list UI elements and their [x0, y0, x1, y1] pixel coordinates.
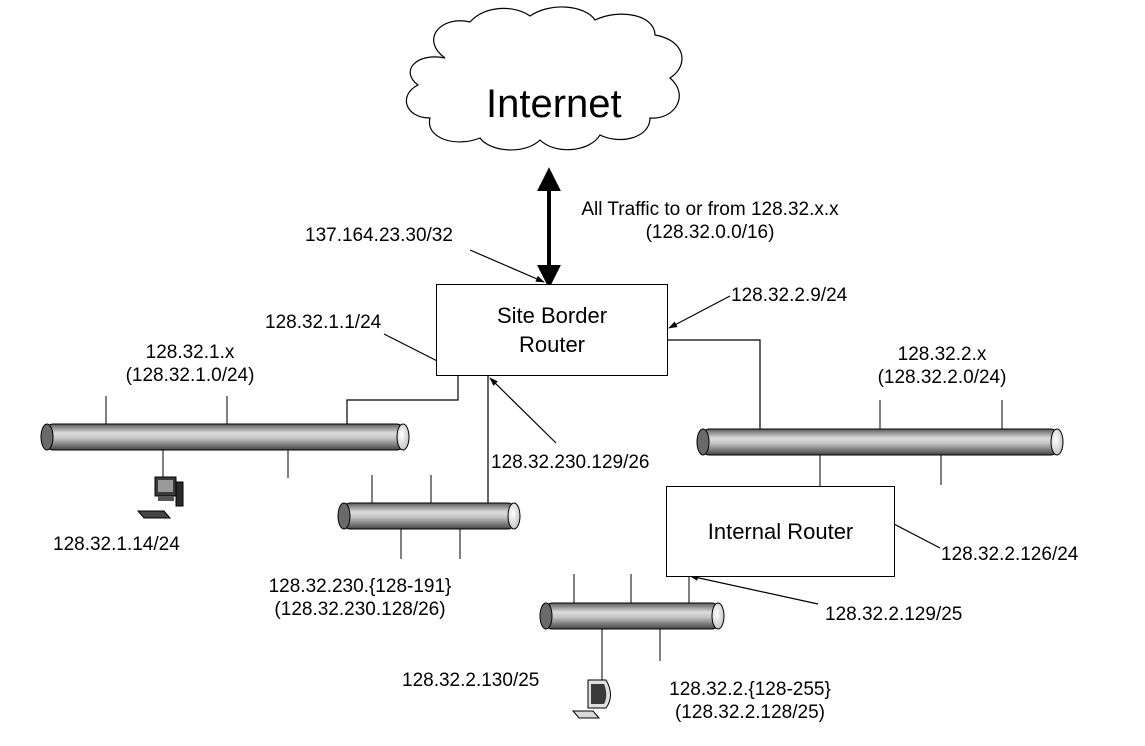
interface-internal-up-label: 128.32.2.126/24: [941, 544, 1079, 565]
segment-net2b-line2: (128.32.2.128/25): [674, 702, 825, 723]
segment-net2-label: 128.32.2.x (128.32.2.0/24): [842, 343, 1042, 389]
desktop-computer-icon: [571, 675, 611, 719]
internal-router-label: Internal Router: [707, 519, 854, 544]
site-border-router-label-line1: Site Border: [496, 303, 608, 328]
segment-pipe-net230: [337, 475, 521, 559]
site-border-router[interactable]: Site Border Router: [436, 284, 668, 376]
uplink-label: All Traffic to or from 128.32.x.x (128.3…: [560, 198, 860, 244]
site-border-router-label-line2: Router: [518, 332, 586, 357]
segment-pipe-net2b: [539, 574, 725, 675]
host2-label: 128.32.2.130/25: [402, 670, 540, 691]
interface-lan230-label: 128.32.230.129/26: [491, 452, 650, 473]
segment-pipe-net1: [40, 396, 410, 478]
segment-net230-label: 128.32.230.{128-191} (128.32.230.128/26): [240, 575, 480, 621]
internet-cloud: [405, 6, 683, 151]
uplink-label-line1: All Traffic to or from 128.32.x.x: [581, 199, 839, 220]
segment-net1-label: 128.32.1.x (128.32.1.0/24): [90, 341, 290, 387]
internal-router[interactable]: Internal Router: [666, 486, 895, 577]
internet-label: Internet: [486, 82, 622, 126]
host1-label: 128.32.1.14/24: [53, 534, 180, 555]
desktop-computer-icon: [136, 470, 184, 519]
uplink-label-line2: (128.32.0.0/16): [645, 222, 775, 243]
interface-internal-down-label: 128.32.2.129/25: [825, 604, 963, 625]
segment-net2b-label: 128.32.2.{128-255} (128.32.2.128/25): [640, 678, 860, 724]
segment-net2b-line1: 128.32.2.{128-255}: [669, 679, 831, 700]
connection-lines: [346, 339, 761, 503]
segment-net1-line2: (128.32.1.0/24): [125, 365, 255, 386]
segment-net2-line2: (128.32.2.0/24): [877, 367, 1007, 388]
segment-pipe-net2: [696, 400, 1064, 486]
segment-net230-line2: (128.32.230.128/26): [274, 599, 446, 620]
segment-net1-line1: 128.32.1.x: [145, 342, 235, 363]
segment-net230-line1: 128.32.230.{128-191}: [268, 576, 452, 597]
segment-net2-line1: 128.32.2.x: [897, 344, 987, 365]
interface-lan1-label: 128.32.1.1/24: [265, 312, 382, 333]
interface-wan-label: 137.164.23.30/32: [305, 225, 453, 246]
interface-lan2-label: 128.32.2.9/24: [731, 285, 848, 306]
